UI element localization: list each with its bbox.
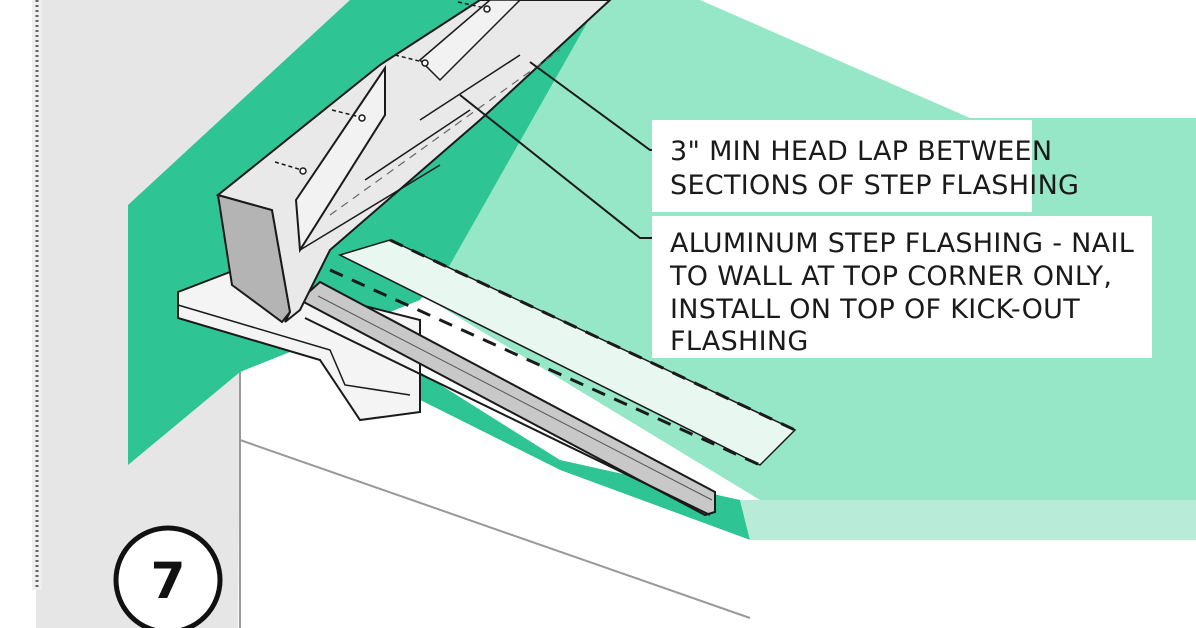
roof-drip-edge	[740, 500, 1196, 540]
callout-step-flashing-line-1: ALUMINUM STEP FLASHING - NAIL	[670, 228, 1134, 259]
gutter-inner	[317, 295, 713, 501]
step-flashing-hidden-edge	[329, 49, 561, 216]
kickout-dash-bottom	[329, 268, 761, 467]
callout-head-lap-line-1: 3" MIN HEAD LAP BETWEEN	[670, 136, 1052, 167]
callout-step-flashing-line-4: FLASHING	[670, 326, 809, 357]
nails	[274, 1, 491, 175]
roof-edge-band	[420, 372, 750, 540]
kickout-dash-top	[389, 238, 796, 432]
step-flashing-fin-lower	[294, 64, 386, 254]
callout-box-step-flashing	[652, 216, 1152, 358]
callout-step-flashing-line-3: INSTALL ON TOP OF KICK-OUT	[670, 294, 1080, 325]
step-number: 7	[151, 552, 186, 610]
kickout-flashing	[337, 239, 797, 466]
step-flashing-section-2	[364, 109, 471, 181]
step-flashing-fin-upper	[418, 0, 522, 82]
lower-wall-line	[239, 439, 751, 619]
callout-head-lap: 3" MIN HEAD LAP BETWEEN SECTIONS OF STEP…	[670, 136, 1079, 201]
gutter-lip	[304, 317, 711, 516]
step-flashing-section-3	[419, 54, 521, 121]
callout-step-flashing: ALUMINUM STEP FLASHING - NAIL TO WALL AT…	[669, 228, 1143, 357]
fascia-trim-profile	[177, 304, 411, 396]
callout-step-flashing-line-2: TO WALL AT TOP CORNER ONLY,	[669, 261, 1112, 292]
callout-head-lap-line-2: SECTIONS OF STEP FLASHING	[670, 170, 1079, 201]
callout-box-head-lap	[652, 120, 1032, 212]
step-number-badge	[113, 525, 223, 628]
step-flashing-section-1	[299, 164, 441, 251]
step-flashing-body	[215, 0, 612, 323]
lower-wall	[238, 372, 750, 628]
